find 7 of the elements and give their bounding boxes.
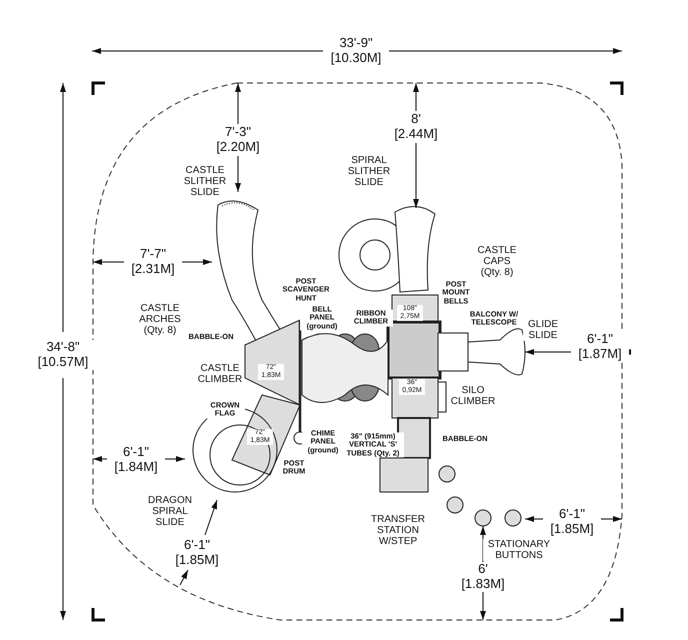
dimension-label: 6'-1" [1.85M] <box>543 507 601 537</box>
part-label: SILO CLIMBER <box>448 384 498 408</box>
dimension-label: 7'-7" [2.31M] <box>124 247 182 277</box>
dimension-label: 6'-1" [1.87M] <box>571 332 629 362</box>
dimension-label: 33'-9" [10.30M] <box>323 36 389 66</box>
part-label: CASTLE CLIMBER <box>196 362 244 386</box>
dimension-label: 6'-1" [1.84M] <box>107 445 165 475</box>
